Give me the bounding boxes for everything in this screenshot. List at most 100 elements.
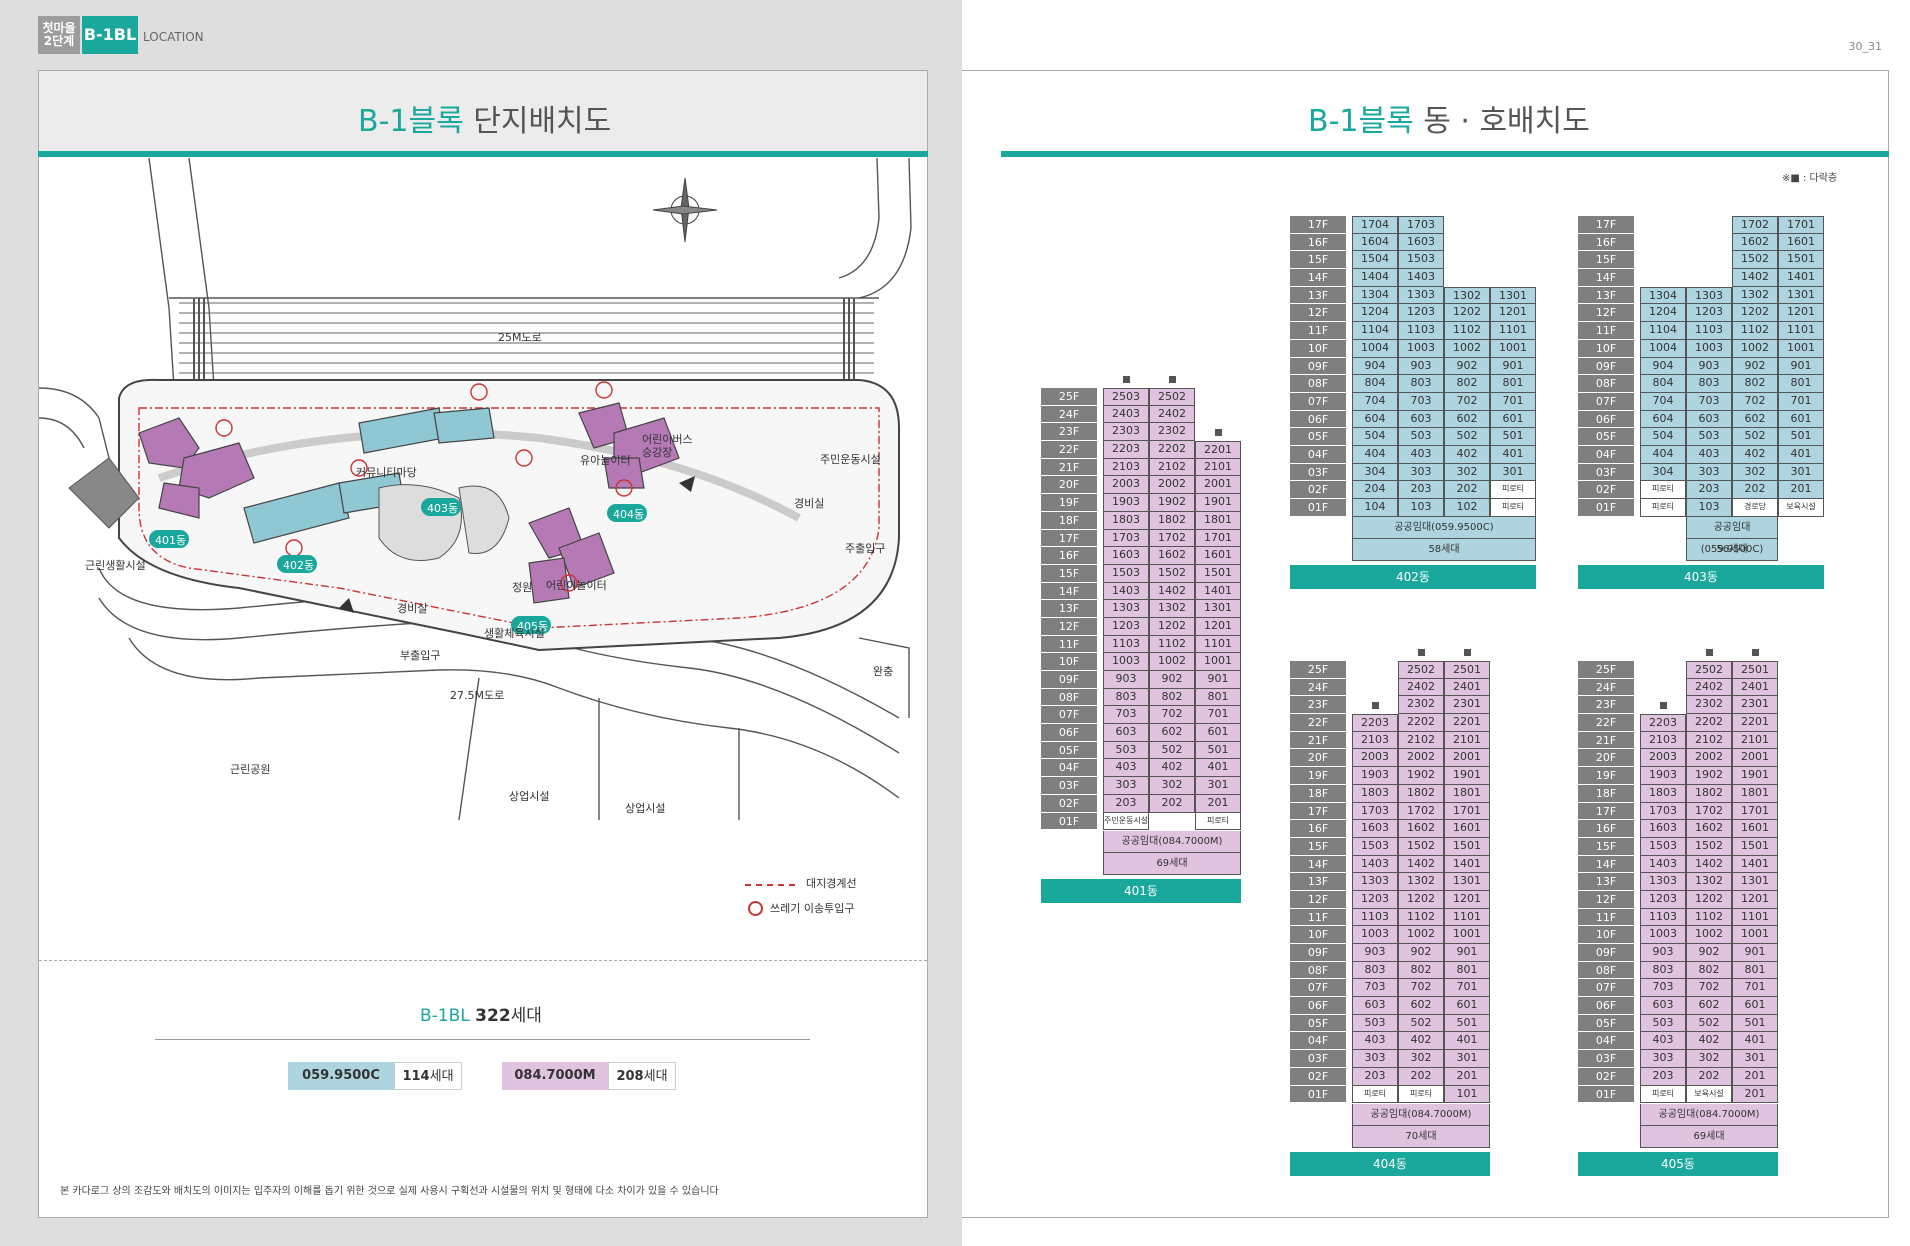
unit-cell: 1302 [1686,873,1732,891]
unit-cell: 1301 [1195,600,1241,618]
map-pond: 정원 [512,581,533,594]
unit-cell: 2101 [1732,731,1778,750]
floor-label: 06F [1041,724,1097,742]
unit-cell: 1204 [1640,304,1686,323]
unit-cell: 801 [1778,375,1824,393]
unit-layout-title-bar [1001,151,1889,157]
unit-cell: 2101 [1444,731,1490,750]
unit-cell: 801 [1732,961,1778,980]
site-plan-title-bar [38,151,928,157]
unit-cell: 1002 [1444,339,1490,358]
floor-label: 25F [1290,661,1346,679]
unit-cell: 2103 [1103,458,1149,477]
floor-label: 09F [1578,944,1634,962]
unit-cell: 2003 [1640,749,1686,768]
floor-label: 20F [1290,749,1346,768]
floor-label: 12F [1578,890,1634,909]
unit-cell: 202 [1398,1067,1444,1086]
attic-marker [1660,702,1667,710]
unit-cell: 1901 [1732,767,1778,785]
map-kids-bus: 어린이버스 승강장 [642,433,693,459]
map-road-25m: 25M도로 [498,331,542,344]
map-kids-play-2: 어린이놀이터 [546,579,607,592]
unit-cell: 1701 [1778,216,1824,234]
attic-marker [1372,702,1379,710]
floor-label: 15F [1578,837,1634,856]
unit-cell: 502 [1686,1014,1732,1033]
unit-summary: B-1BL 322세대 [420,1008,542,1025]
unit-cell: 2201 [1732,714,1778,732]
unit-cell: 501 [1195,741,1241,760]
unit-cell: 1103 [1686,322,1732,340]
floor-label: 09F [1578,357,1634,376]
unit-cell: 1303 [1640,873,1686,891]
floor-label: 19F [1041,494,1097,512]
unit-cell: 1103 [1640,908,1686,927]
floor-label: 16F [1290,820,1346,838]
facility-cell: 피로티 [1490,499,1536,517]
unit-cell: 1703 [1352,802,1398,821]
unit-cell: 303 [1103,777,1149,795]
unit-cell: 302 [1149,777,1195,795]
unit-cell: 602 [1444,410,1490,429]
floor-label: 15F [1041,564,1097,583]
floor-label: 03F [1041,777,1097,795]
unit-cell: 1603 [1103,547,1149,565]
floor-label: 09F [1290,944,1346,962]
unit-cell: 701 [1195,706,1241,725]
unit-cell: 2503 [1103,388,1149,406]
facility-cell: 보육시설 [1686,1085,1732,1104]
building-name-bar: 401동 [1041,878,1241,903]
unit-cell: 402 [1686,1032,1732,1051]
floor-label: 20F [1041,476,1097,495]
floor-label: 20F [1578,749,1634,768]
unit-cell: 701 [1778,392,1824,411]
unit-cell: 202 [1732,481,1778,499]
unit-cell: 202 [1444,481,1490,499]
unit-cell: 2302 [1149,423,1195,442]
floor-label: 21F [1290,731,1346,750]
unit-cell: 304 [1640,463,1686,482]
legend-boundary-line [745,884,795,886]
unit-cell: 2003 [1352,749,1398,768]
unit-cell: 1703 [1398,216,1444,234]
unit-cell: 1302 [1149,600,1195,618]
floor-label: 17F [1290,216,1346,234]
unit-cell: 903 [1352,944,1398,962]
unit-cell: 1104 [1640,322,1686,340]
unit-cell: 1102 [1732,322,1778,340]
project-badge: 첫마을 2단계 [38,16,80,54]
unit-cell: 501 [1490,428,1536,446]
unit-cell: 1901 [1195,494,1241,512]
unit-cell: 1301 [1490,286,1536,305]
floor-label: 11F [1041,635,1097,654]
unit-cell: 2002 [1398,749,1444,768]
unit-cell: 201 [1732,1085,1778,1104]
floor-label: 24F [1578,678,1634,697]
unit-cell: 203 [1686,481,1732,499]
unit-cell: 903 [1686,357,1732,376]
map-sub-gate: 부출입구 [400,649,441,662]
site-plan-header [39,71,927,151]
unit-cell: 804 [1640,375,1686,393]
unit-cell: 802 [1398,961,1444,980]
unit-cell: 1501 [1444,837,1490,856]
type-m-swatch: 084.7000M [502,1062,608,1090]
building-name-bar: 402동 [1290,564,1536,589]
unit-cell: 1002 [1398,926,1444,944]
unit-cell: 1704 [1352,216,1398,234]
unit-cell: 1202 [1149,617,1195,636]
unit-cell: 2002 [1149,476,1195,495]
floor-label: 03F [1290,463,1346,482]
unit-cell: 1403 [1640,855,1686,874]
unit-cell: 1302 [1444,286,1490,305]
floor-label: 12F [1290,304,1346,323]
unit-cell: 503 [1686,428,1732,446]
unit-cell: 701 [1490,392,1536,411]
floor-label: 18F [1578,784,1634,803]
unit-cell: 2403 [1103,405,1149,424]
type-code: 공공임대(084.7000M) [1641,1104,1777,1126]
map-building-402: 402동 [283,559,315,572]
